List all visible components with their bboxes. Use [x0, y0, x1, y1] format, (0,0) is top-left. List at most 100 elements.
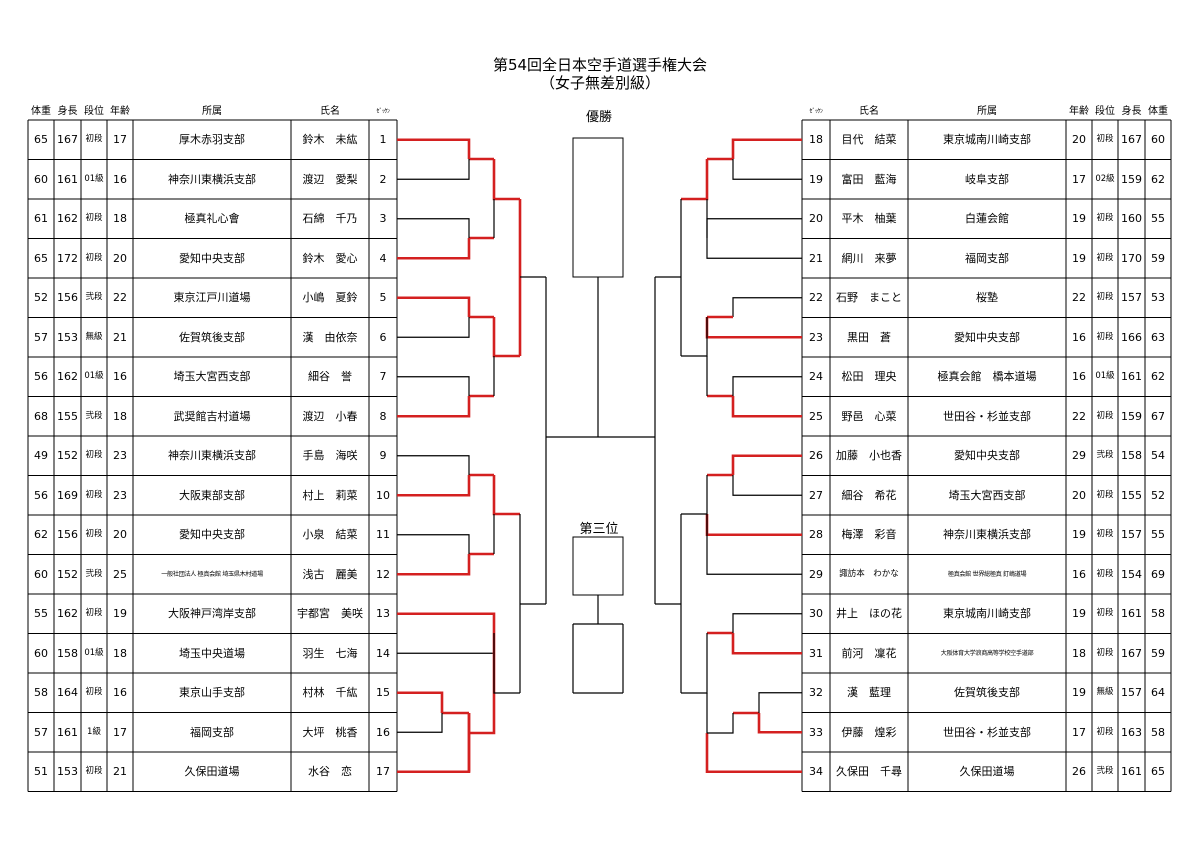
- right-cell-height: 155: [1121, 488, 1142, 502]
- left-cell-weight: 56: [34, 488, 48, 502]
- right-header-name: 氏名: [859, 106, 879, 117]
- right-cell-rank: 初段: [1096, 568, 1114, 579]
- right-header-bib: ｾﾞｯｹﾝ: [809, 108, 823, 115]
- right-cell-rank: 初段: [1096, 608, 1114, 618]
- left-cell-height: 155: [57, 409, 78, 423]
- left-cell-age: 18: [113, 409, 127, 423]
- right-cell-height: 167: [1121, 646, 1142, 660]
- right-cell-age: 17: [1072, 725, 1086, 739]
- bracket-line: [732, 297, 802, 317]
- right-cell-height: 159: [1121, 172, 1142, 186]
- left-cell-height: 152: [57, 567, 78, 581]
- right-cell-affiliation: 極真会館 世界総極真 釘嶋道場: [947, 570, 1027, 578]
- right-cell-name: 漢 藍理: [847, 686, 891, 699]
- right-header-weight: 体重: [1148, 106, 1168, 117]
- right-cell-bib: 21: [809, 251, 823, 265]
- right-header-height: 身長: [1121, 106, 1142, 117]
- bracket-line: [706, 238, 802, 259]
- right-cell-weight: 65: [1151, 765, 1165, 778]
- left-cell-height: 169: [57, 488, 78, 502]
- bracket-line: [469, 633, 496, 735]
- left-cell-name: 村上 莉菜: [302, 488, 358, 502]
- left-cell-weight: 57: [34, 725, 48, 739]
- left-cell-bib: 10: [376, 488, 390, 502]
- bracket-line: [397, 475, 471, 497]
- right-cell-weight: 54: [1151, 449, 1165, 462]
- left-header-weight: 体重: [31, 106, 51, 117]
- left-cell-height: 156: [57, 528, 78, 541]
- left-cell-affiliation: 神奈川東横浜支部: [168, 172, 256, 186]
- left-cell-name: 石綿 千乃: [302, 212, 358, 225]
- right-cell-age: 20: [1072, 488, 1086, 502]
- left-cell-rank: 初段: [85, 213, 103, 223]
- right-cell-bib: 28: [809, 528, 823, 541]
- right-cell-bib: 26: [809, 449, 823, 462]
- right-cell-name: 伊藤 煌彩: [841, 725, 897, 739]
- left-cell-weight: 56: [34, 370, 48, 383]
- left-cell-name: 村林 千紘: [302, 686, 358, 699]
- left-cell-affiliation: 武奨館吉村道場: [173, 409, 251, 423]
- bracket-line: [397, 534, 470, 554]
- left-cell-weight: 61: [34, 212, 48, 225]
- left-cell-affiliation: 東京山手支部: [179, 686, 245, 699]
- left-cell-rank: 初段: [85, 766, 103, 776]
- left-cell-affiliation: 佐賀筑後支部: [179, 330, 245, 344]
- right-cell-weight: 69: [1151, 567, 1165, 581]
- bracket-line: [397, 554, 471, 576]
- right-cell-rank: 初段: [1096, 529, 1114, 539]
- right-cell-bib: 18: [809, 133, 823, 146]
- bracket-line: [397, 138, 471, 159]
- right-cell-rank: 初段: [1096, 252, 1114, 263]
- left-cell-rank: 01級: [84, 173, 104, 184]
- right-cell-age: 26: [1072, 765, 1086, 778]
- left-cell-age: 22: [113, 291, 127, 304]
- left-header-name: 氏名: [320, 106, 340, 117]
- right-cell-age: 16: [1072, 567, 1086, 581]
- left-cell-bib: 5: [379, 291, 387, 304]
- left-cell-height: 161: [57, 172, 78, 186]
- third-place-label: 第三位: [579, 522, 619, 537]
- page-title: 第54回全日本空手道選手権大会: [492, 56, 708, 74]
- right-cell-age: 22: [1072, 291, 1086, 304]
- left-cell-affiliation: 久保田道場: [184, 765, 240, 778]
- bracket-line: [397, 296, 471, 317]
- right-cell-name: 前河 凜花: [841, 646, 897, 660]
- right-cell-height: 163: [1121, 725, 1142, 739]
- left-cell-weight: 68: [34, 409, 48, 423]
- right-cell-name: 黒田 蒼: [847, 330, 891, 344]
- right-cell-age: 19: [1072, 607, 1086, 620]
- bracket-line: [397, 713, 443, 733]
- right-cell-rank: 初段: [1096, 213, 1114, 223]
- left-cell-bib: 6: [379, 330, 387, 344]
- right-cell-bib: 32: [809, 686, 823, 699]
- left-header-affiliation: 所属: [202, 106, 222, 117]
- left-cell-height: 162: [57, 370, 78, 383]
- right-cell-name: 石野 まこと: [836, 291, 902, 304]
- bracket-line: [757, 713, 802, 734]
- left-cell-bib: 16: [376, 725, 390, 739]
- right-cell-name: 井上 ほの花: [836, 607, 902, 620]
- right-cell-height: 154: [1121, 567, 1142, 581]
- left-cell-name: 細谷 誉: [308, 370, 352, 383]
- left-cell-name: 渡辺 愛梨: [302, 172, 358, 186]
- left-cell-age: 16: [113, 172, 127, 186]
- right-cell-height: 159: [1121, 409, 1142, 423]
- right-cell-rank: 初段: [1096, 331, 1114, 342]
- bracket-line: [397, 376, 470, 396]
- right-cell-affiliation: 神奈川東横浜支部: [943, 528, 1031, 541]
- right-cell-weight: 58: [1151, 725, 1165, 739]
- right-cell-weight: 55: [1151, 212, 1165, 225]
- left-cell-affiliation: 愛知中央支部: [179, 528, 245, 541]
- right-cell-age: 19: [1072, 686, 1086, 699]
- left-cell-weight: 58: [34, 686, 48, 699]
- right-cell-name: 加藤 小也香: [836, 449, 902, 462]
- right-cell-bib: 30: [809, 607, 823, 620]
- left-cell-affiliation: 極真礼心會: [184, 212, 240, 225]
- right-cell-rank: 初段: [1096, 489, 1114, 500]
- right-cell-bib: 33: [809, 725, 823, 739]
- bracket-line: [397, 455, 470, 475]
- right-cell-rank: 弐段: [1096, 450, 1114, 460]
- left-cell-rank: 初段: [85, 450, 103, 460]
- left-cell-height: 164: [57, 686, 78, 699]
